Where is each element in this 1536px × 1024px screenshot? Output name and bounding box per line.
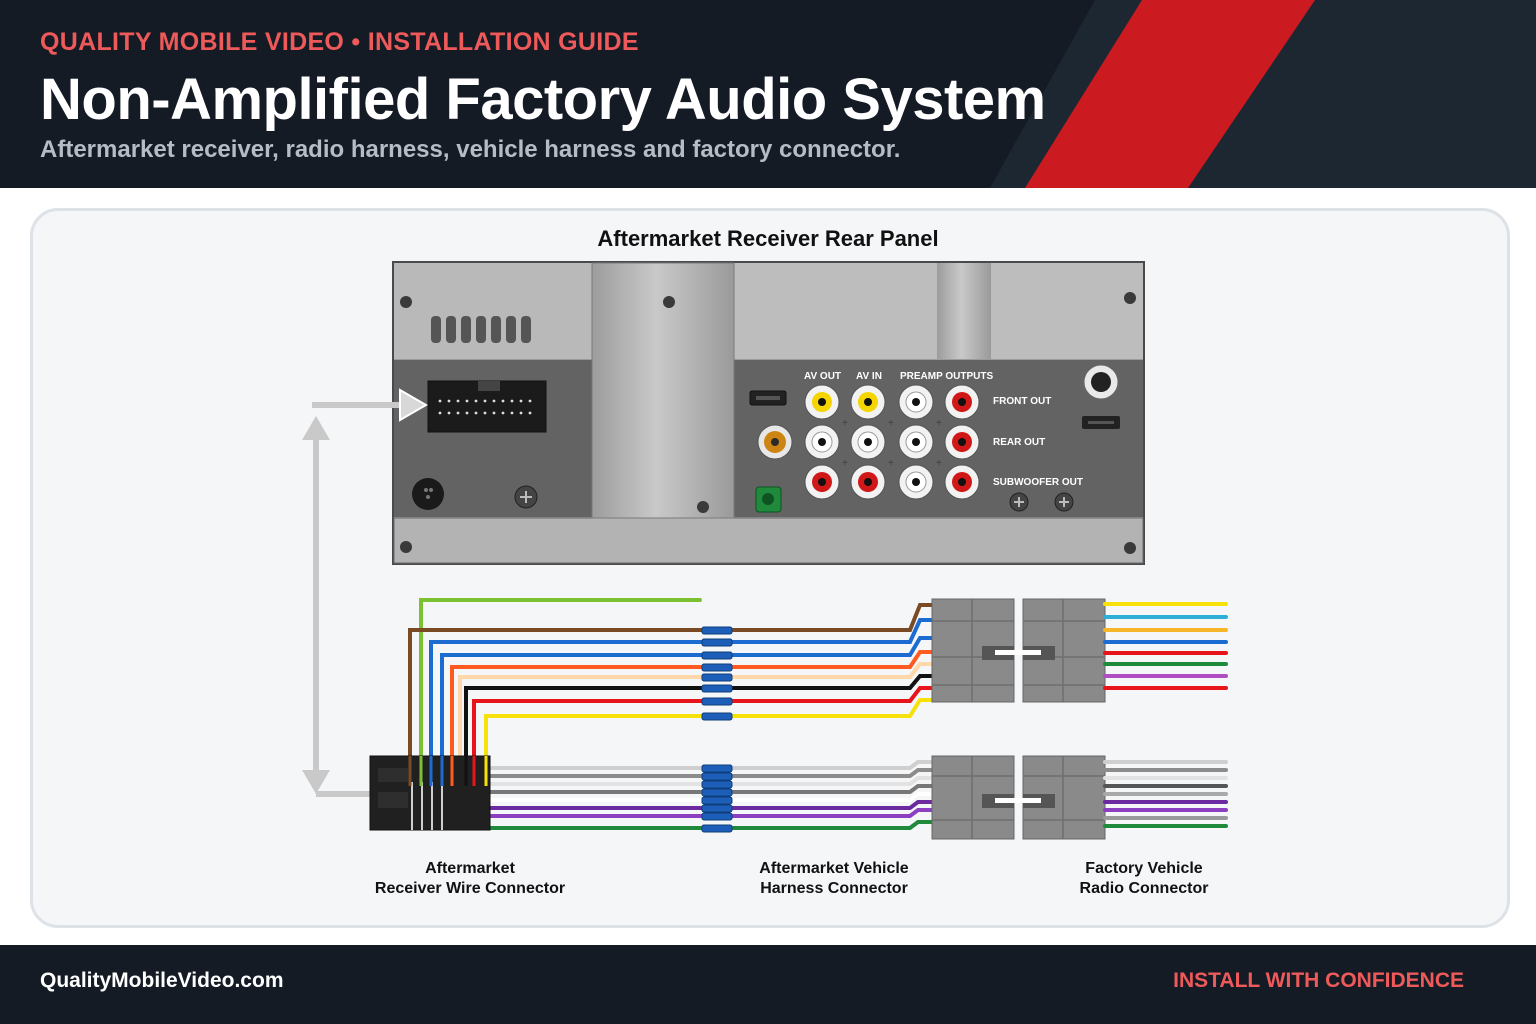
header-banner: QUALITY MOBILE VIDEO • INSTALLATION GUID… [0,0,1536,188]
caption-factory-line1: Factory Vehicle [1085,860,1203,877]
label-front-out: FRONT OUT [993,396,1051,407]
lower-harness-wires [450,760,934,830]
footer-bar: QualityMobileVideo.com INSTALL WITH CONF… [0,945,1536,1024]
factory-radio-connector-lower [995,755,1106,840]
factory-wires-lower [1103,760,1228,828]
steering-wheel-jack [1083,364,1119,400]
sub-screws [1009,492,1074,512]
factory-radio-connector-upper [995,598,1106,703]
svg-text:+: + [888,458,894,469]
butt-connectors [701,626,733,833]
svg-text:+: + [842,418,848,429]
svg-text:+: + [888,418,894,429]
caption-factory-connector: Factory Vehicle Radio Connector [1024,859,1264,899]
header-decor [990,0,1536,188]
label-av-in: AV IN [856,371,882,382]
label-rear-out: REAR OUT [993,437,1045,448]
label-subwoofer-out: SUBWOOFER OUT [993,477,1083,488]
svg-text:+: + [842,458,848,469]
vent-slots [431,316,531,343]
label-preamp-outputs: PREAMP OUTPUTS [900,371,993,382]
receiver-wire-connector [369,755,491,831]
receiver-panel-title: Aftermarket Receiver Rear Panel [597,226,939,251]
caption-harness-connector: Aftermarket Vehicle Harness Connector [714,859,954,899]
caption-receiver-connector: Aftermarket Receiver Wire Connector [350,859,590,899]
ground-screw [514,485,538,509]
page-subtitle: Aftermarket receiver, radio harness, veh… [40,136,901,163]
usb-port-right [1082,416,1120,429]
mic-input-jack [755,486,782,513]
page-title: Non-Amplified Factory Audio System [40,67,1046,132]
usb-port [749,390,787,406]
footer-site-link[interactable]: QualityMobileVideo.com [40,969,284,992]
caption-harness-line2: Harness Connector [760,880,908,897]
connection-arrows [302,388,429,797]
upper-harness-wires [408,598,934,772]
caption-factory-line2: Radio Connector [1079,880,1209,897]
camera-input-jack [757,424,793,460]
antenna-port [412,478,444,510]
factory-wires-upper [1103,602,1228,690]
receiver-main-socket [427,380,547,433]
svg-text:+: + [936,458,942,469]
caption-harness-line1: Aftermarket Vehicle [759,860,909,877]
caption-receiver-line1: Aftermarket [425,860,515,877]
rca-jacks: + + + + + + [804,384,980,500]
vehicle-harness-connector-lower [931,755,1015,840]
svg-text:+: + [936,418,942,429]
caption-receiver-line2: Receiver Wire Connector [374,880,566,897]
label-av-out: AV OUT [804,371,841,382]
panel-screws [400,292,1136,554]
header-eyebrow: QUALITY MOBILE VIDEO • INSTALLATION GUID… [40,28,639,56]
footer-tagline: INSTALL WITH CONFIDENCE [1173,969,1464,992]
